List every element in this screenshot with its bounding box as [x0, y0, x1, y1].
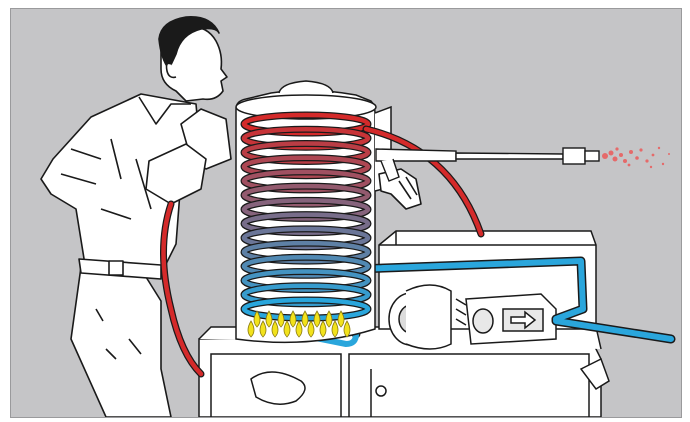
spray-droplet	[635, 156, 639, 160]
spray-droplet	[615, 147, 618, 150]
spray-droplet	[650, 166, 652, 168]
spray-droplet	[628, 164, 631, 167]
spray-droplet	[619, 153, 623, 157]
spray-droplet	[609, 151, 614, 156]
spray-droplet	[645, 159, 648, 162]
spray-droplet	[652, 154, 655, 157]
spray-droplet	[668, 153, 670, 155]
spray-droplet	[662, 163, 664, 165]
illustration-panel	[10, 8, 682, 418]
pump	[466, 294, 556, 344]
spray-droplet	[602, 153, 608, 159]
water-spray	[602, 147, 670, 168]
spray-droplet	[639, 148, 642, 151]
pressure-washer-illustration	[11, 9, 681, 417]
spray-droplet	[613, 157, 618, 162]
spray-droplet	[623, 159, 627, 163]
spray-droplet	[629, 150, 633, 154]
spray-droplet	[658, 147, 660, 149]
heating-coil	[244, 115, 368, 318]
